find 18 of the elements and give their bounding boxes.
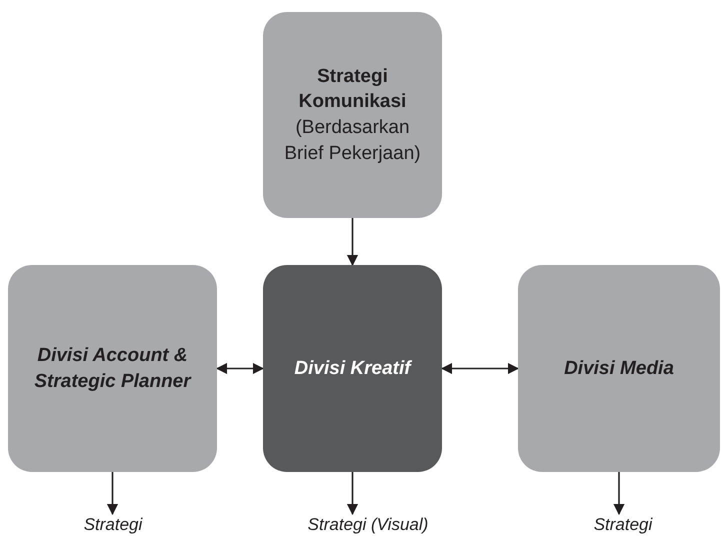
output-label: Strategi (Visual) <box>280 514 456 536</box>
output-label: Strategi <box>568 514 678 536</box>
box-title: Divisi Account & Strategic Planner <box>33 344 192 394</box>
arrow <box>440 362 520 374</box>
arrow <box>613 472 625 516</box>
output-label: Strategi <box>55 514 171 536</box>
box-subtitle: (Berdasarkan Brief Pekerjaan) <box>283 116 422 166</box>
arrow <box>216 362 264 374</box>
box-title: Divisi Media <box>564 356 674 381</box>
division-box <box>263 12 442 218</box>
arrow <box>346 472 358 516</box>
box-title: Strategi Komunikasi <box>298 64 408 114</box>
arrow <box>346 218 358 266</box>
box-title: Divisi Kreatif <box>294 356 411 381</box>
division-box <box>263 265 442 472</box>
arrow <box>106 472 118 516</box>
division-box <box>8 265 217 472</box>
division-box <box>518 265 720 472</box>
